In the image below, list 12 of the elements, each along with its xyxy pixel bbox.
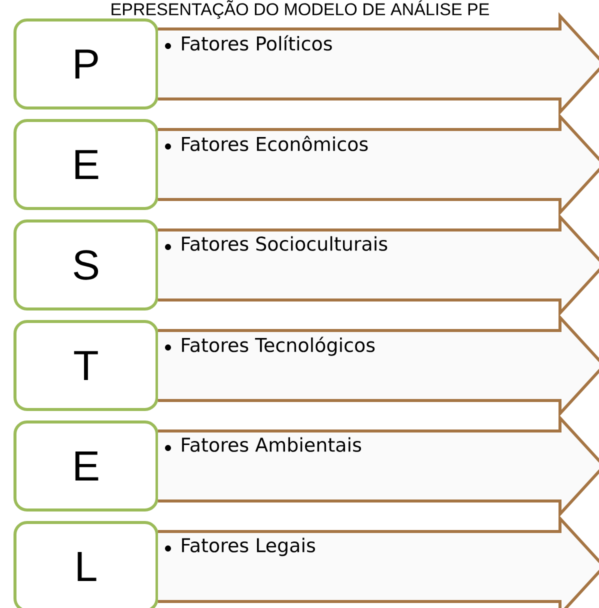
node-label: Fatores Políticos [182, 35, 332, 51]
letter-box: T [14, 320, 158, 411]
node-label: Fatores Legais [182, 538, 316, 556]
letter-box: L [14, 521, 158, 608]
letter-box: P [14, 18, 158, 110]
node-label: Fatores Ambientais [182, 437, 362, 452]
letter-box: S [14, 220, 158, 310]
node-label: Fatores Socioculturais [182, 236, 388, 251]
node-label: Fatores Econômicos [182, 136, 368, 152]
letter-box: E [14, 420, 158, 512]
node-label: Fatores Tecnológicos [182, 336, 375, 356]
letter-box: E [14, 119, 158, 210]
